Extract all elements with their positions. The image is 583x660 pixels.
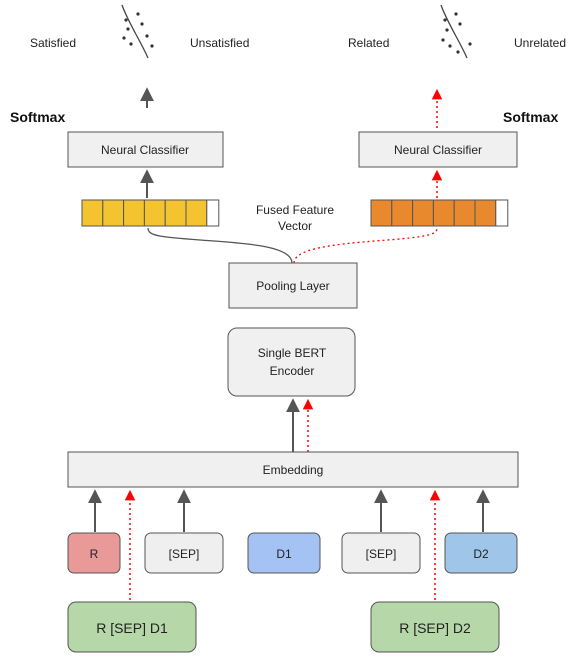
- pooling-to-right-connector: [293, 227, 438, 264]
- right-vector-cell: [432, 199, 455, 227]
- right-vector-cell: [412, 199, 434, 227]
- token-label: [SEP]: [366, 547, 397, 561]
- left-vector-cell: [164, 199, 187, 227]
- right-class-a-label: Related: [348, 36, 389, 50]
- token-box: [341, 532, 421, 574]
- left-feature-vector: [81, 199, 220, 227]
- embedding-box: [67, 451, 519, 488]
- input-label: R [SEP] D2: [399, 620, 471, 636]
- left-vector-cell: [206, 199, 220, 227]
- token-box: [247, 532, 321, 574]
- pooling-to-left-connector: [147, 227, 293, 264]
- left-vector-cell: [102, 199, 125, 227]
- input-box: [370, 601, 500, 653]
- left-neural-classifier-label: Neural Classifier: [101, 143, 189, 157]
- right-neural-classifier-box: [358, 131, 518, 168]
- left-vector-cell: [81, 199, 104, 227]
- token-row: R [SEP] D1 [SEP] D2: [67, 532, 518, 574]
- input-row: R [SEP] D1 R [SEP] D2: [67, 601, 500, 653]
- input-label: R [SEP] D1: [96, 620, 168, 636]
- left-class-b-label: Unsatisfied: [190, 36, 249, 50]
- bert-encoder-box: [227, 327, 356, 397]
- fused-feature-label-line1: Fused Feature: [256, 203, 334, 217]
- token-label: D1: [276, 547, 292, 561]
- bert-encoder-label-line2: Encoder: [270, 364, 315, 378]
- left-class-a-label: Satisfied: [30, 36, 76, 50]
- right-vector-cell: [453, 199, 476, 227]
- token-box: [444, 532, 518, 574]
- right-vector-cell: [391, 199, 414, 227]
- token-label: [SEP]: [169, 547, 200, 561]
- input-box: [67, 601, 197, 653]
- pooling-layer-box: [228, 262, 358, 309]
- token-box: [67, 532, 121, 574]
- bert-encoder-label-line1: Single BERT: [258, 346, 327, 360]
- right-decision-boundary-icon: [440, 4, 472, 59]
- pooling-layer-label: Pooling Layer: [256, 279, 329, 293]
- left-vector-cell: [143, 199, 166, 227]
- left-decision-boundary-icon: [121, 4, 154, 59]
- left-vector-cell: [123, 199, 145, 227]
- left-neural-classifier-box: [67, 131, 224, 168]
- right-neural-classifier-label: Neural Classifier: [394, 143, 482, 157]
- token-label: R: [90, 547, 99, 561]
- fused-feature-label-line2: Vector: [278, 219, 312, 233]
- right-vector-cell: [495, 199, 509, 227]
- token-box: [144, 532, 224, 574]
- left-softmax-label: Softmax: [10, 109, 65, 125]
- right-class-b-label: Unrelated: [514, 36, 566, 50]
- right-feature-vector: [370, 199, 509, 227]
- token-label: D2: [473, 547, 489, 561]
- embedding-label: Embedding: [263, 463, 324, 477]
- right-vector-cell: [370, 199, 393, 227]
- right-softmax-label: Softmax: [503, 109, 558, 125]
- left-vector-cell: [185, 199, 208, 227]
- right-vector-cell: [474, 199, 497, 227]
